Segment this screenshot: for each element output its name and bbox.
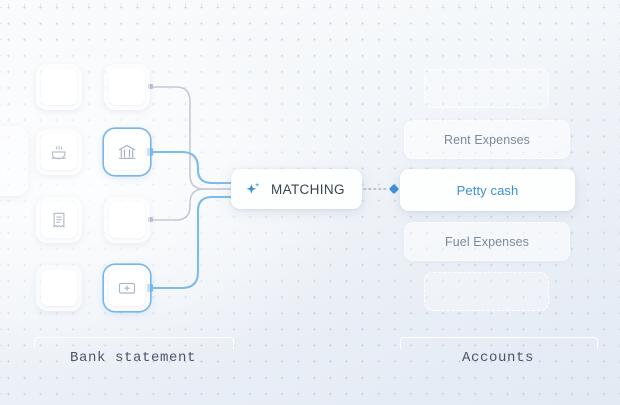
tile-inner — [109, 134, 145, 170]
statement-tile-t7[interactable] — [36, 265, 82, 311]
statement-tile-t5[interactable] — [36, 197, 82, 243]
statement-tile-t6[interactable] — [104, 197, 150, 243]
wire-blue-bank — [148, 150, 235, 185]
account-card-empty-top[interactable] — [424, 69, 549, 108]
account-label: Rent Expenses — [443, 132, 531, 147]
sparkle-icon — [246, 182, 260, 194]
accounts-bracket — [400, 337, 598, 349]
bank-icon — [118, 144, 136, 159]
accounts-label: Accounts — [461, 350, 534, 366]
statement-tile-t3[interactable] — [36, 129, 82, 175]
account-label: Fuel Expenses — [445, 234, 529, 249]
tile-inner — [41, 202, 77, 238]
statement-tile-t4[interactable] — [104, 129, 150, 175]
matching-badge-label: MATCHING — [271, 181, 345, 197]
partial-card[interactable] — [0, 126, 28, 196]
tile-inner — [41, 270, 77, 306]
bank-statement-bracket — [34, 337, 234, 349]
statement-tile-t8[interactable] — [104, 265, 150, 311]
account-label: Petty cash — [456, 182, 519, 198]
diamond-marker — [389, 184, 399, 194]
statement-tile-t1[interactable] — [36, 64, 82, 110]
tile-inner — [109, 202, 145, 238]
account-card-rent-expenses[interactable]: Rent Expenses — [404, 120, 570, 159]
tile-inner — [41, 134, 77, 170]
wire-gray-bottom — [150, 188, 231, 221]
statement-tile-t2[interactable] — [104, 64, 150, 110]
account-card-fuel-expenses[interactable]: Fuel Expenses — [404, 222, 570, 261]
account-card-petty-cash[interactable]: Petty cash — [400, 169, 575, 211]
tile-inner — [109, 69, 145, 105]
receipt-icon — [53, 212, 65, 228]
bank-statement-label: Bank statement — [69, 350, 197, 366]
coffee-icon — [51, 145, 66, 160]
card-icon — [118, 282, 136, 294]
matching-badge[interactable]: MATCHING — [231, 169, 362, 209]
account-card-empty-bottom[interactable] — [424, 272, 549, 311]
tile-inner — [41, 69, 77, 105]
wire-blue-card — [148, 195, 235, 290]
wire-gray-top — [150, 86, 231, 190]
tile-inner — [109, 270, 145, 306]
